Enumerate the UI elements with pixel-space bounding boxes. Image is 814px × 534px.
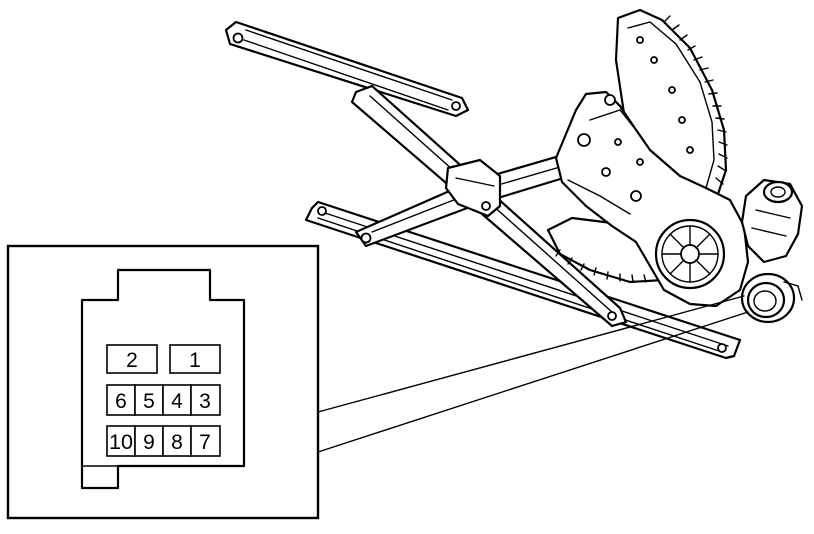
pin-label-3: 3 [199, 390, 211, 413]
window-motor [740, 178, 804, 264]
pin-row-middle: 6 5 4 3 [106, 384, 221, 416]
pin-label-7: 7 [199, 431, 211, 454]
pin-label-10: 10 [109, 431, 133, 454]
pin-label-4: 4 [171, 390, 183, 413]
motor-connector-socket [740, 272, 803, 324]
upper-arm [224, 20, 470, 118]
pin-label-1: 1 [189, 349, 201, 372]
pin-label-6: 6 [115, 390, 127, 413]
pin-row-top: 2 1 [106, 344, 221, 374]
pivot-bracket [444, 158, 502, 218]
motor-gear-housing [654, 218, 726, 290]
callout-leader-lines [317, 295, 749, 453]
pin-label-9: 9 [143, 431, 155, 454]
pin-label-5: 5 [143, 390, 155, 413]
pin-label-8: 8 [171, 431, 183, 454]
pin-label-2: 2 [126, 349, 138, 372]
pin-row-bottom: 10 9 8 7 [106, 425, 221, 457]
